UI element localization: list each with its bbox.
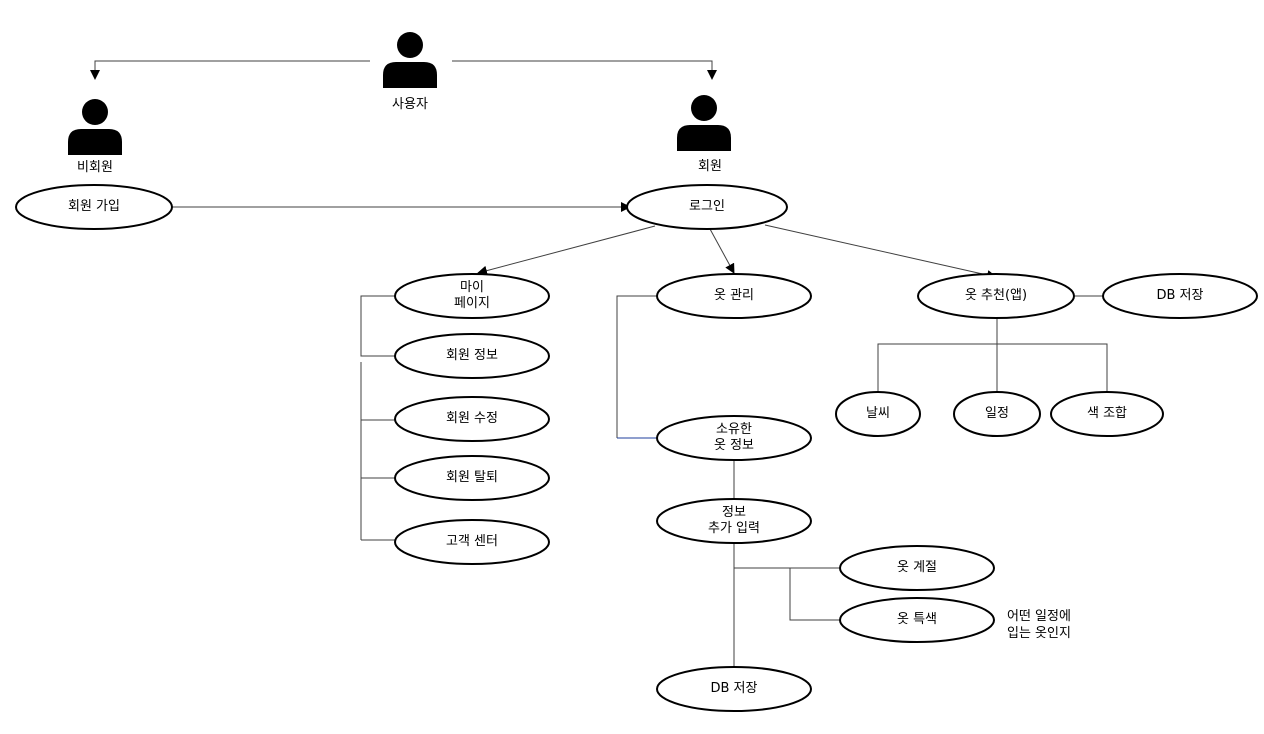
clothes-season-ellipse xyxy=(839,545,995,591)
weather-ellipse xyxy=(835,391,921,437)
owned-clothes-ellipse xyxy=(656,415,812,461)
guest-actor-label: 비회원 xyxy=(77,160,113,175)
edge-mypage-info xyxy=(360,295,395,357)
customer-center-ellipse xyxy=(394,519,550,565)
member-withdraw-ellipse xyxy=(394,455,550,501)
clothes-manage-ellipse xyxy=(656,273,812,319)
signup-ellipse xyxy=(15,184,173,230)
clothes-feature-ellipse xyxy=(839,597,995,643)
member-actor-label: 회원 xyxy=(698,159,722,174)
user-actor-label: 사용자 xyxy=(392,97,428,112)
schedule-ellipse xyxy=(953,391,1041,437)
db-save-bottom-ellipse xyxy=(656,666,812,712)
info-input-ellipse xyxy=(656,498,812,544)
guest-actor-icon xyxy=(68,99,122,155)
login-ellipse xyxy=(626,184,788,230)
member-edit-ellipse xyxy=(394,396,550,442)
user-actor-icon xyxy=(383,32,437,88)
edge-user-guest xyxy=(90,60,370,80)
edge-info-feature xyxy=(789,568,840,621)
edge-login-manage xyxy=(709,228,735,274)
edge-login-recommend xyxy=(764,224,997,280)
feature-note-line1: 어떤 일정에 xyxy=(1007,609,1071,624)
member-actor-icon xyxy=(677,95,731,151)
color-combo-ellipse xyxy=(1050,391,1164,437)
edge-recommend-branches xyxy=(877,343,1108,392)
db-save-right-ellipse xyxy=(1102,273,1258,319)
edge-manage-owned xyxy=(616,295,657,438)
mypage-ellipse xyxy=(394,273,550,319)
edge-user-member xyxy=(452,60,717,80)
edge-login-mypage xyxy=(477,225,656,276)
recommend-ellipse xyxy=(917,273,1075,319)
member-info-ellipse xyxy=(394,333,550,379)
feature-note-line2: 입는 옷인지 xyxy=(1007,626,1071,641)
